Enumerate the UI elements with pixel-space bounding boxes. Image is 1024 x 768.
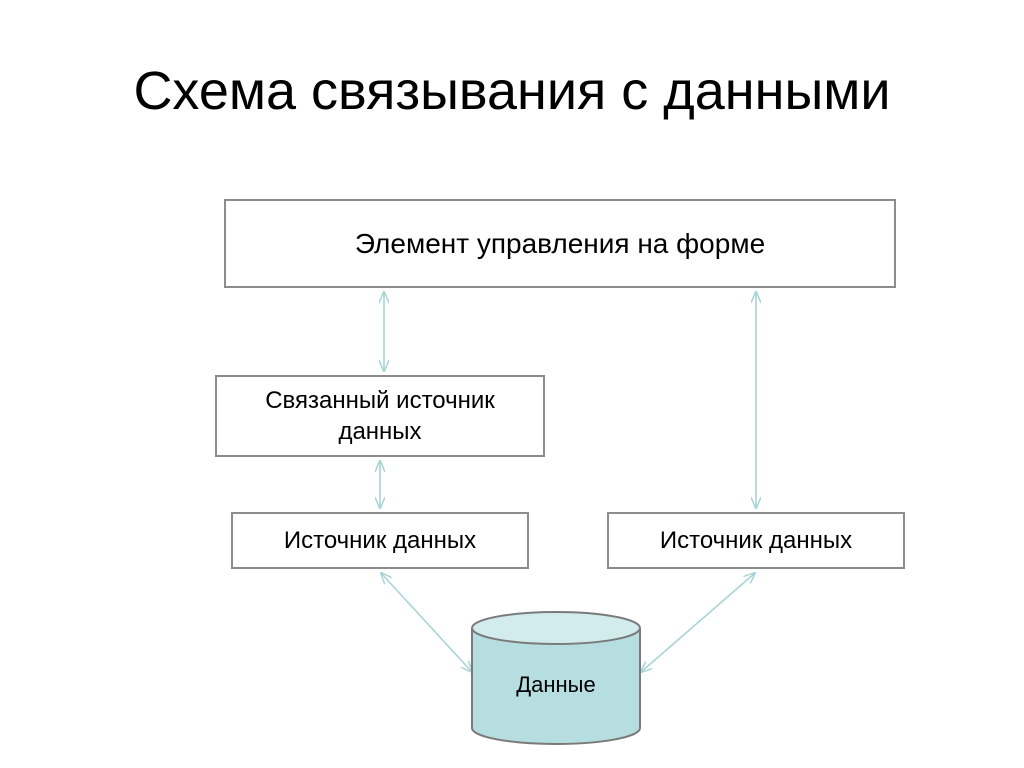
node-data-source-left-label: Источник данных (283, 526, 477, 554)
node-bound-data-source: Связанный источник данных (215, 375, 545, 457)
node-form-control-label: Элемент управления на форме (354, 227, 766, 259)
arrow-source-right-data (641, 573, 755, 672)
node-data-source-right-label: Источник данных (659, 526, 853, 554)
page-title: Схема связывания с данными (133, 61, 891, 121)
arrow-source-left-data (381, 573, 472, 672)
node-form-control: Элемент управления на форме (224, 199, 896, 288)
node-bound-data-source-label: Связанный источник данных (265, 386, 495, 445)
node-data-label: Данные (516, 672, 596, 697)
node-data-source-right: Источник данных (607, 512, 905, 569)
database-cylinder-icon (471, 611, 641, 745)
node-data-source-left: Источник данных (231, 512, 529, 569)
